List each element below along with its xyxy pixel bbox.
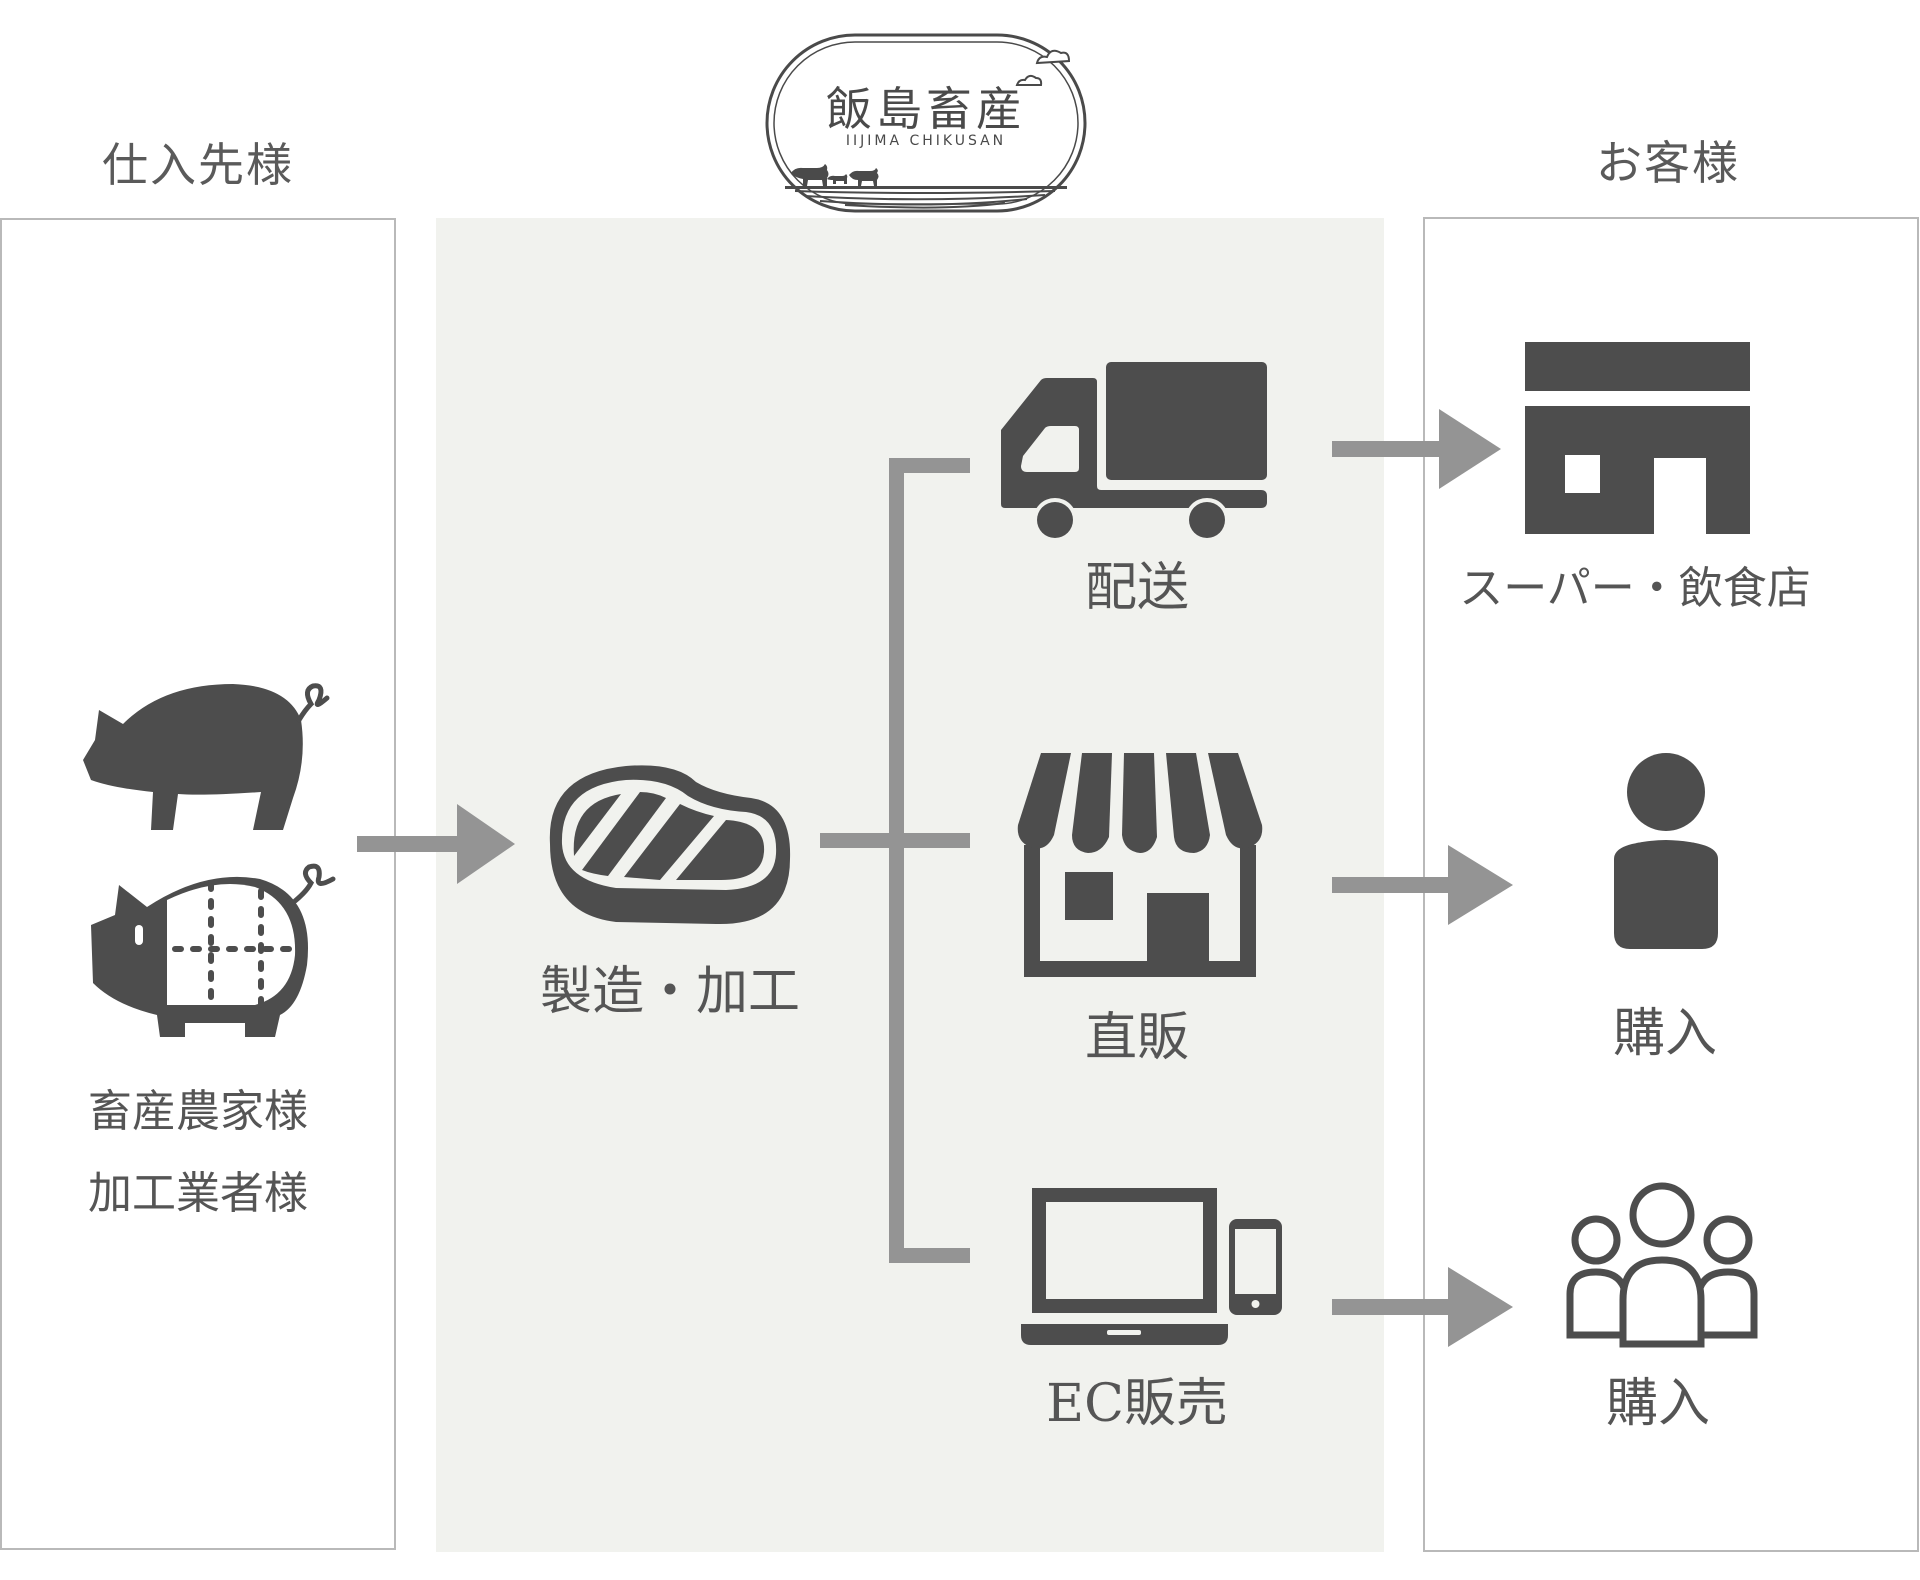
building-icon (1525, 342, 1750, 534)
meat-icon (549, 765, 791, 925)
channel-label-delivery: 配送 (1084, 558, 1189, 618)
laptop-phone-icon (1021, 1188, 1282, 1345)
person-icon (1614, 753, 1718, 949)
customer-label-purchase-individual: 購入 (1612, 1004, 1717, 1064)
logo-name-jp: 飯島畜産 (826, 82, 1026, 136)
channel-label-direct: 直販 (1084, 1008, 1189, 1068)
arrow-head (1439, 409, 1501, 489)
logo-name-en: IIJIMA CHIKUSAN (845, 133, 1007, 149)
channel-label-ec: EC販売 (1046, 1374, 1228, 1434)
arrow-shaft (1332, 441, 1444, 457)
pig-icon (83, 683, 330, 830)
connector-vertical-line (889, 458, 904, 1263)
suppliers-title: 仕入先様 (102, 138, 294, 192)
customer-label-purchase-group: 購入 (1605, 1374, 1710, 1434)
arrow-head (457, 804, 515, 884)
arrow-head (1448, 845, 1513, 925)
supplier-label-farmers: 畜産農家様 (88, 1086, 308, 1137)
customers-title: お客様 (1596, 136, 1740, 190)
truck-icon (1001, 362, 1267, 542)
connector-bottom-line (889, 1248, 970, 1263)
group-icon (1566, 1182, 1758, 1348)
connector-top-line (889, 458, 970, 473)
logo-frame-icon (765, 33, 1087, 213)
process-label: 製造・加工 (539, 962, 800, 1022)
arrow-shaft (357, 836, 462, 852)
customer-label-stores: スーパー・飲食店 (1459, 563, 1811, 614)
arrow-head (1448, 1267, 1513, 1347)
company-logo: 飯島畜産 IIJIMA CHIKUSAN (765, 33, 1087, 213)
suppliers-panel (0, 218, 396, 1550)
arrow-shaft (1332, 1299, 1452, 1315)
storefront-icon (1017, 753, 1263, 977)
supplier-label-processors: 加工業者様 (88, 1168, 308, 1219)
pig-cuts-icon (91, 863, 336, 1037)
arrow-shaft (1332, 877, 1452, 893)
